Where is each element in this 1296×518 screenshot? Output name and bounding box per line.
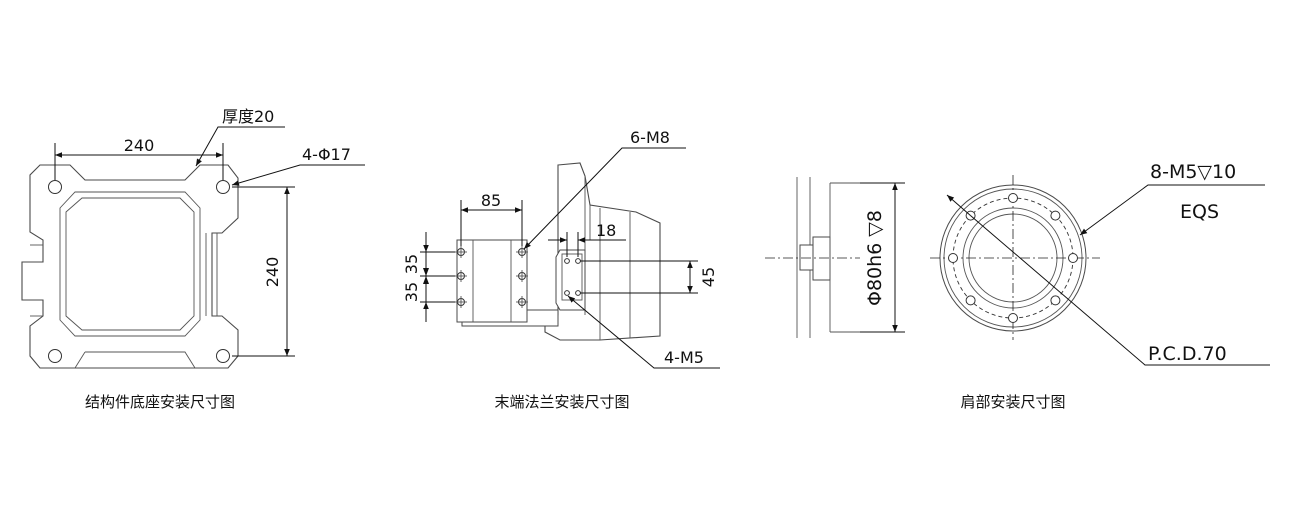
dim-width-text: 240 xyxy=(124,136,155,155)
base-plate-inner xyxy=(59,191,201,337)
m5-hole xyxy=(1008,313,1018,323)
thickness-leader xyxy=(195,126,285,167)
flange-holes xyxy=(455,246,528,308)
shoulder-view-caption: 肩部安装尺寸图 xyxy=(960,393,1065,411)
flange-plate xyxy=(456,239,528,323)
m5-hole xyxy=(575,258,581,264)
flange-view: 85 35 35 18 45 6-M8 4-M5 末端法兰安装尺寸图 xyxy=(402,128,720,411)
hole-text: 4-Φ17 xyxy=(302,145,351,164)
diameter-text: Φ80h6 ▽8 xyxy=(864,210,886,306)
thread-leader xyxy=(1079,184,1265,236)
shoulder-side-view: Φ80h6 ▽8 xyxy=(765,177,905,338)
m5-hole xyxy=(575,290,581,296)
dim-18-text: 18 xyxy=(596,221,616,240)
pcd-text: P.C.D.70 xyxy=(1148,343,1227,365)
thickness-text: 厚度20 xyxy=(222,107,274,126)
shoulder-front-view: P.C.D.70 8-M5▽10 EQS 肩部安装尺寸图 xyxy=(930,161,1270,411)
base-plate-inner-2 xyxy=(65,197,195,331)
dim-35-top-text: 35 xyxy=(402,254,421,274)
m5-hole xyxy=(965,295,976,306)
m5-hole xyxy=(948,253,958,263)
eqs-text: EQS xyxy=(1180,201,1219,223)
m8-label: 6-M8 xyxy=(630,128,670,147)
base-mount-hole xyxy=(48,180,62,194)
dim-arrow-mid xyxy=(423,268,429,284)
flange-front-plate xyxy=(555,249,586,311)
base-view-caption: 结构件底座安装尺寸图 xyxy=(85,393,235,411)
hole-leader xyxy=(231,164,365,186)
base-mount-hole xyxy=(216,180,230,194)
base-bottom-step-2 xyxy=(74,351,86,369)
m5-hole xyxy=(1050,295,1061,306)
base-mount-hole xyxy=(48,349,62,363)
dim-45-text: 45 xyxy=(699,267,718,287)
m5-holes xyxy=(564,258,581,296)
m5-hole xyxy=(564,258,570,264)
spigot-outline xyxy=(829,182,860,333)
shoulder-spigot xyxy=(812,236,831,281)
thread-text: 8-M5▽10 xyxy=(1150,161,1236,183)
m5-hole xyxy=(1008,193,1018,203)
base-view: 240 240 厚度20 4-Φ17 结构件底座安装尺寸图 xyxy=(21,107,365,411)
m5-leader xyxy=(567,295,720,369)
m5-hole xyxy=(1068,253,1078,263)
dim-35-bottom-text: 35 xyxy=(402,282,421,302)
flange-view-caption: 末端法兰安装尺寸图 xyxy=(494,393,629,411)
shoulder-boss xyxy=(799,244,814,271)
dim-height-text: 240 xyxy=(263,257,282,288)
base-bottom-step xyxy=(85,351,196,369)
pcd-arrow xyxy=(946,194,971,216)
m5-label: 4-M5 xyxy=(664,348,704,367)
dim-85-text: 85 xyxy=(481,191,501,210)
m5-hole xyxy=(1050,210,1061,221)
m5-hole xyxy=(564,290,570,296)
shoulder-holes xyxy=(948,193,1078,323)
base-mount-hole xyxy=(216,349,230,363)
pcd-leader xyxy=(970,215,1270,366)
m8-leader xyxy=(523,147,686,250)
